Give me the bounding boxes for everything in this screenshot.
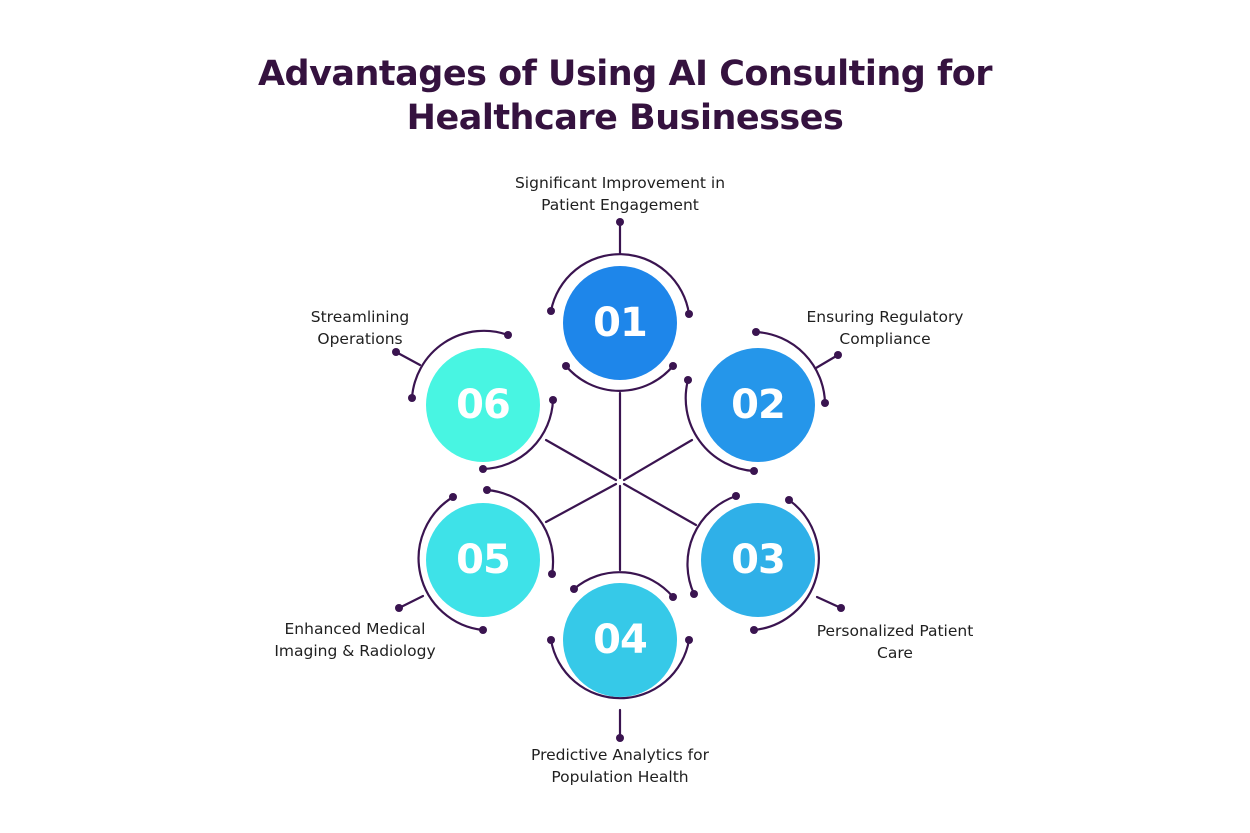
title-line-1: Advantages of Using AI Consulting for — [257, 54, 993, 94]
label-03: Personalized Patient Care — [795, 620, 995, 664]
label-02-line-1: Ensuring Regulatory — [806, 308, 964, 326]
arc-04-top — [572, 571, 675, 599]
leader-02 — [814, 353, 840, 370]
arc-05-left — [417, 495, 485, 632]
circle-03 — [701, 503, 815, 617]
circle-01 — [563, 266, 677, 380]
leader-05 — [397, 594, 425, 610]
label-04-line-1: Predictive Analytics for — [531, 746, 709, 764]
label-01-line-1: Significant Improvement in — [514, 174, 726, 192]
label-05-line-2: Imaging & Radiology — [274, 642, 436, 660]
spoke-06 — [544, 438, 618, 482]
circle-02 — [701, 348, 815, 462]
number-03: 03 — [731, 537, 786, 583]
arc-06-bottom — [481, 398, 555, 471]
number-06: 06 — [456, 382, 511, 428]
number-04: 04 — [593, 617, 648, 663]
label-06: Streamlining Operations — [280, 306, 440, 350]
title-line-2: Healthcare Businesses — [406, 98, 844, 138]
label-02: Ensuring Regulatory Compliance — [785, 306, 985, 350]
label-01-line-2: Patient Engagement — [541, 196, 699, 214]
arc-01-bottom — [564, 364, 675, 392]
arc-04-bottom — [549, 638, 691, 700]
label-05-line-1: Enhanced Medical — [284, 620, 426, 638]
spoke-02 — [622, 438, 694, 482]
label-04: Predictive Analytics for Population Heal… — [470, 744, 770, 788]
label-02-line-2: Compliance — [839, 330, 931, 348]
number-01: 01 — [593, 300, 648, 346]
label-01: Significant Improvement in Patient Engag… — [470, 172, 770, 216]
arc-01-top — [549, 253, 691, 316]
circle-05 — [426, 503, 540, 617]
arc-05-right — [485, 488, 555, 576]
number-02: 02 — [731, 382, 786, 428]
arc-02-right — [754, 330, 827, 405]
spoke-03 — [622, 482, 698, 527]
label-06-line-1: Streamlining — [310, 308, 410, 326]
label-06-line-2: Operations — [317, 330, 403, 348]
circle-06 — [426, 348, 540, 462]
label-05: Enhanced Medical Imaging & Radiology — [255, 618, 455, 662]
leader-03 — [815, 595, 843, 610]
arc-06-top — [410, 329, 510, 400]
page-title: Advantages of Using AI Consulting for He… — [0, 52, 1250, 140]
label-04-line-2: Population Health — [551, 768, 689, 786]
arc-03-right — [752, 498, 820, 632]
arc-02-left — [684, 378, 756, 473]
arc-03-left — [686, 494, 738, 596]
number-05: 05 — [456, 537, 511, 583]
label-03-line-2: Care — [877, 644, 913, 662]
circle-04 — [563, 583, 677, 697]
leader-06 — [394, 350, 422, 367]
spoke-05 — [544, 482, 618, 524]
label-03-line-1: Personalized Patient — [816, 622, 974, 640]
